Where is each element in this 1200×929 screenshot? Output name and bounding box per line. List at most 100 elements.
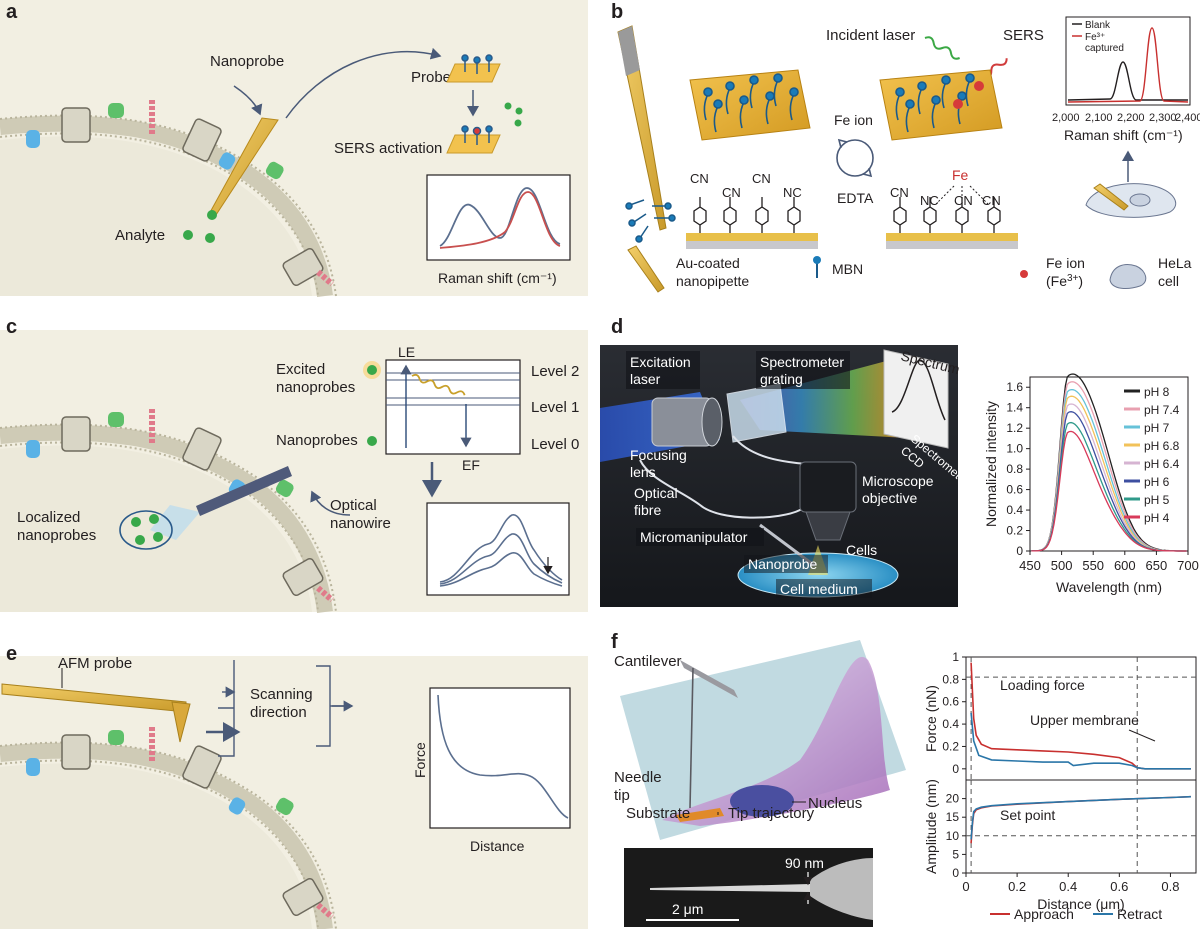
au-pipette-large <box>617 25 667 231</box>
force-curve <box>437 694 569 819</box>
fibre-label-1: Optical <box>634 485 678 501</box>
nucleus <box>1129 193 1151 207</box>
fe-legend-label-2: (Fe3+) <box>1046 273 1083 289</box>
sem-needle <box>650 884 810 892</box>
x-tick-label: 0.2 <box>1008 879 1026 894</box>
membrane-receptor <box>218 152 236 170</box>
membrane-channel <box>182 745 222 789</box>
edta-label: EDTA <box>837 190 874 206</box>
exchange-cycle <box>836 139 874 177</box>
micromanipulator-label: Micromanipulator <box>640 529 748 545</box>
mbn-brushes-right <box>895 73 975 133</box>
panel-a: a Nanoprobe Analyte Probe <box>0 0 588 298</box>
membrane-receptor <box>26 130 40 148</box>
legend-label: pH 8 <box>1144 385 1170 399</box>
nucleus-shape <box>730 785 794 817</box>
panel-e: e AFM probe Scanning direction Force <box>0 643 588 929</box>
series-line <box>970 712 1191 770</box>
y-tick-label: 0.6 <box>942 695 959 709</box>
glycan-chain <box>316 585 334 603</box>
y-tick-label: 10 <box>946 829 960 843</box>
y-tick-label: 20 <box>946 792 960 806</box>
spectrometer-grating <box>726 383 787 443</box>
laser-wave-icon <box>924 36 960 60</box>
y-tick-label: 1.2 <box>1006 421 1023 435</box>
panel-c: c Optical nanowire Localized nanoprobes <box>0 316 588 614</box>
y-tick-label: 0 <box>952 866 959 880</box>
plot-frame <box>965 779 1197 874</box>
set-point-label: Set point <box>1000 807 1055 823</box>
au-pipette-label-2: nanopipette <box>676 273 749 289</box>
raman-curve-blue <box>439 187 561 247</box>
fe-bound-dot <box>953 99 963 109</box>
distance-axis-label: Distance <box>470 838 525 854</box>
fe-ion-cycle-label: Fe ion <box>834 112 873 128</box>
ef-label: EF <box>462 457 480 473</box>
y-tick-label: 0.2 <box>942 739 959 753</box>
needle-label-2: tip <box>614 787 630 804</box>
nanoprobe-dot <box>131 517 141 527</box>
membrane-channel <box>61 107 91 143</box>
pipette-shaft <box>618 26 640 76</box>
y-tick-label: 0.4 <box>942 717 959 731</box>
xtick-label: 2,300 <box>1149 112 1177 124</box>
x-tick-label: 450 <box>1019 558 1041 573</box>
level-1-label: Level 1 <box>531 399 579 416</box>
y-tick-label: 0.4 <box>1006 503 1023 517</box>
scale-90nm-label: 90 nm <box>785 855 824 871</box>
fe-bound-dot <box>974 81 984 91</box>
y-tick-label: 1 <box>952 650 959 664</box>
legend-label: pH 7.4 <box>1144 403 1180 417</box>
series-line <box>1031 430 1187 552</box>
raman-inset <box>426 174 571 261</box>
panel-e-letter: e <box>6 643 17 665</box>
membrane-receptor <box>108 412 124 427</box>
panel-b: b Fe ion EDTA Incident lase <box>611 1 1200 293</box>
y-axis-label: Normalized intensity <box>983 401 999 527</box>
legend-retract-label: Retract <box>1117 906 1162 922</box>
panel-d: d Excitation laser Spectrometer grating … <box>600 316 1199 607</box>
ccd-spectrum-trace <box>891 359 946 421</box>
sers-label: SERS <box>1003 27 1044 44</box>
focusing-label-2: lens <box>630 464 656 480</box>
scale-2um-label: 2 μm <box>672 901 703 917</box>
x-tick-label: 550 <box>1082 558 1104 573</box>
panel-f-letter: f <box>611 631 618 653</box>
localized-label-1: Localized <box>17 509 80 526</box>
mbn-structure-left <box>686 197 818 249</box>
mbn-icon <box>813 256 821 264</box>
legend-blank-label: Blank <box>1085 20 1111 31</box>
gold-substrate-right <box>879 69 1003 141</box>
y-tick-label: 1.0 <box>1006 442 1023 456</box>
nanowire-pointer-arrow <box>310 490 351 516</box>
cn-label: CN <box>722 185 741 200</box>
force-axis-label: Force <box>412 742 428 778</box>
cantilever-shape <box>680 660 738 698</box>
glycan-chain <box>316 269 334 287</box>
afm-tip <box>171 701 191 743</box>
excited-nanoprobe-dot <box>367 365 377 375</box>
nanoprobe-dot <box>153 532 163 542</box>
series-line <box>970 795 1191 840</box>
nc-label: NC <box>783 185 802 200</box>
xtick-label: 2,200 <box>1117 112 1145 124</box>
nanoprobe-label: Nanoprobe <box>748 556 817 572</box>
panel-c-letter: c <box>6 316 17 338</box>
x-tick-label: 700 <box>1177 558 1199 573</box>
y-tick-label: 0 <box>952 762 959 776</box>
y-axis-label: Amplitude (nm) <box>923 779 939 874</box>
analyte-dot <box>183 230 193 240</box>
legend-fe-label-2: captured <box>1085 43 1124 54</box>
membrane-receptor <box>108 730 124 745</box>
cn-label: CN <box>954 193 973 208</box>
nanoprobe-label: Nanoprobe <box>210 53 284 70</box>
cycle-arrowhead <box>837 138 848 149</box>
legend-label: pH 6.4 <box>1144 457 1180 471</box>
raman-axis-label: Raman shift (cm⁻¹) <box>438 270 557 286</box>
microscope-label-1: Microscope <box>862 473 934 489</box>
needle-tip <box>689 667 694 809</box>
xtick-label: 2,400 <box>1175 112 1200 124</box>
x-tick-label: 0.6 <box>1110 879 1128 894</box>
